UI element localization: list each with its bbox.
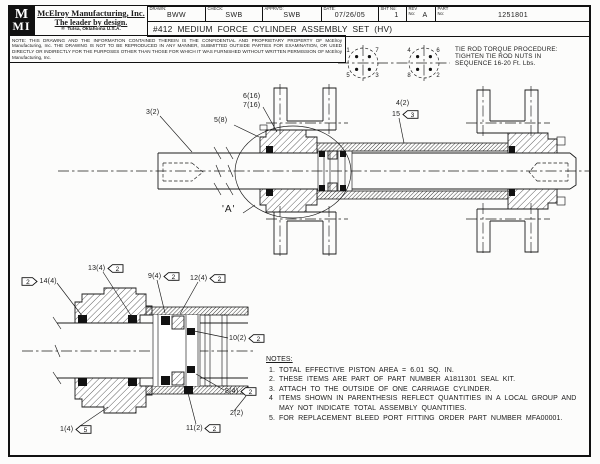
company-location: ® Tulsa, Oklahoma U.S.A. bbox=[61, 27, 121, 32]
field-apprvd: APPRV'D: SWB bbox=[262, 5, 322, 22]
field-check: CHECK: SWB bbox=[205, 5, 263, 22]
svg-text:2: 2 bbox=[26, 279, 30, 286]
logo-letters-mi: MI bbox=[12, 19, 31, 33]
torque-line-3: SEQUENCE 16-20 Ft. Lbs. bbox=[455, 60, 536, 68]
detail-leaders bbox=[56, 271, 247, 427]
svg-text:5: 5 bbox=[83, 427, 87, 434]
detail-circle-A bbox=[234, 125, 352, 219]
note-flag-3: 3 bbox=[401, 110, 419, 119]
callout-item-5: 5(8) bbox=[214, 117, 228, 124]
torque-seq-7: 7 bbox=[375, 48, 379, 54]
callout-item-3: 3(2) bbox=[146, 109, 160, 116]
spacer-rings bbox=[204, 314, 228, 387]
tie-rod-centerlines bbox=[266, 122, 550, 220]
detail-view bbox=[22, 271, 256, 427]
callout-item-13: 13(4) 2 bbox=[88, 264, 124, 273]
right-clevis bbox=[476, 86, 539, 256]
note-4: 4 ITEMS SHOWN IN PARENTHESIS REFLECT QUA… bbox=[269, 395, 577, 412]
gland-detail bbox=[74, 287, 153, 414]
torque-seq-5: 5 bbox=[346, 73, 350, 79]
rod-end-right bbox=[528, 152, 577, 190]
company-name: McElroy Manufacturing, Inc. bbox=[37, 8, 145, 18]
svg-text:2: 2 bbox=[256, 336, 260, 343]
svg-text:2: 2 bbox=[115, 266, 119, 273]
torque-line-2: TIGHTEN TIE ROD NUTS IN bbox=[455, 53, 542, 61]
svg-text:2: 2 bbox=[213, 426, 217, 433]
callout-item-8: 8(4) 2 bbox=[225, 387, 257, 396]
company-tagline: The leader by design. bbox=[54, 18, 128, 27]
notes-section: NOTES: 1. TOTAL EFFECTIVE PISTON AREA = … bbox=[266, 355, 586, 423]
callout-item-2: 2(2) bbox=[230, 410, 244, 417]
notes-heading: NOTES: bbox=[266, 356, 293, 363]
svg-text:3: 3 bbox=[410, 112, 414, 119]
rod-detail bbox=[52, 316, 248, 385]
svg-text:2: 2 bbox=[217, 276, 221, 283]
note-flag-2: 2 bbox=[204, 424, 221, 433]
callout-item-15: 15 3 bbox=[392, 110, 419, 119]
field-sheet-no: SHT No: 1 bbox=[378, 5, 407, 22]
drawing-title: #412 MEDIUM FORCE CYLINDER ASSEMBLY SET … bbox=[147, 21, 591, 37]
note-flag-2: 2 bbox=[163, 272, 180, 281]
callout-item-7: 7(16) bbox=[243, 102, 261, 109]
torque-diagram bbox=[338, 45, 450, 81]
note-5: 5. FOR REPLACEMENT BLEED PORT FITTING OR… bbox=[269, 414, 563, 422]
callout-item-9: 9(4) 2 bbox=[148, 272, 180, 281]
torque-seq-6: 6 bbox=[436, 48, 440, 54]
field-date: DATE: 07/26/05 bbox=[321, 5, 379, 22]
svg-text:2: 2 bbox=[248, 389, 252, 396]
callout-item-1: 1(4) 5 bbox=[60, 425, 92, 434]
field-part-no: PART No: 1251801 bbox=[435, 5, 591, 22]
logo-letter-m: M bbox=[14, 7, 29, 22]
torque-line-1: TIE ROD TORQUE PROCEDURE: bbox=[455, 46, 558, 53]
callout-item-12: 12(4) 2 bbox=[190, 274, 226, 283]
note-3: 3. ATTACH TO THE OUTSIDE OF ONE CARRIAGE… bbox=[269, 385, 492, 393]
sheet-border bbox=[8, 5, 591, 457]
torque-seq-4: 4 bbox=[407, 48, 411, 54]
left-gland bbox=[259, 124, 318, 213]
company-block: McElroy Manufacturing, Inc. The leader b… bbox=[34, 5, 148, 36]
torque-seq-2: 2 bbox=[436, 73, 440, 79]
field-rev-no: REV No: A bbox=[406, 5, 436, 22]
field-drawn: DRAWN: BWW bbox=[147, 5, 206, 22]
svg-text:2: 2 bbox=[171, 274, 175, 281]
main-leaders bbox=[159, 106, 405, 214]
torque-seq-3: 3 bbox=[375, 73, 379, 79]
bleed-port bbox=[184, 386, 193, 394]
callout-item-14: 2 14(4) bbox=[21, 277, 57, 286]
detail-a-label: 'A' bbox=[222, 204, 236, 215]
callout-item-6: 6(16) bbox=[243, 93, 261, 100]
note-flag-5: 5 bbox=[75, 425, 92, 434]
right-gland bbox=[507, 132, 566, 210]
piston bbox=[317, 150, 353, 192]
note-flag-2: 2 bbox=[21, 277, 38, 286]
callout-item-11: 11(2) 2 bbox=[186, 424, 221, 433]
torque-seq-1: 1 bbox=[346, 48, 350, 54]
left-clevis bbox=[273, 84, 337, 258]
note-flag-2: 2 bbox=[107, 264, 124, 273]
note-flag-2: 2 bbox=[240, 387, 257, 396]
note-flag-2: 2 bbox=[209, 274, 226, 283]
registered-mark: ® bbox=[61, 27, 65, 32]
company-logo: M MI bbox=[8, 5, 35, 36]
piston-detail bbox=[152, 315, 201, 386]
callout-item-10: 10(2) 2 bbox=[229, 334, 265, 343]
note-flag-2: 2 bbox=[248, 334, 265, 343]
torque-seq-8: 8 bbox=[407, 73, 411, 79]
main-view bbox=[58, 84, 590, 258]
legal-note: NOTE: THIS DRAWING AND THE INFORMATION C… bbox=[8, 35, 346, 63]
note-1: 1. TOTAL EFFECTIVE PISTON AREA = 6.01 SQ… bbox=[269, 366, 454, 374]
callout-item-4: 4(2) bbox=[396, 100, 410, 107]
torque-procedure-text: TIE ROD TORQUE PROCEDURE: TIGHTEN TIE RO… bbox=[455, 46, 558, 68]
note-2: 2. THESE ITEMS ARE PART OF PART NUMBER A… bbox=[269, 376, 516, 384]
